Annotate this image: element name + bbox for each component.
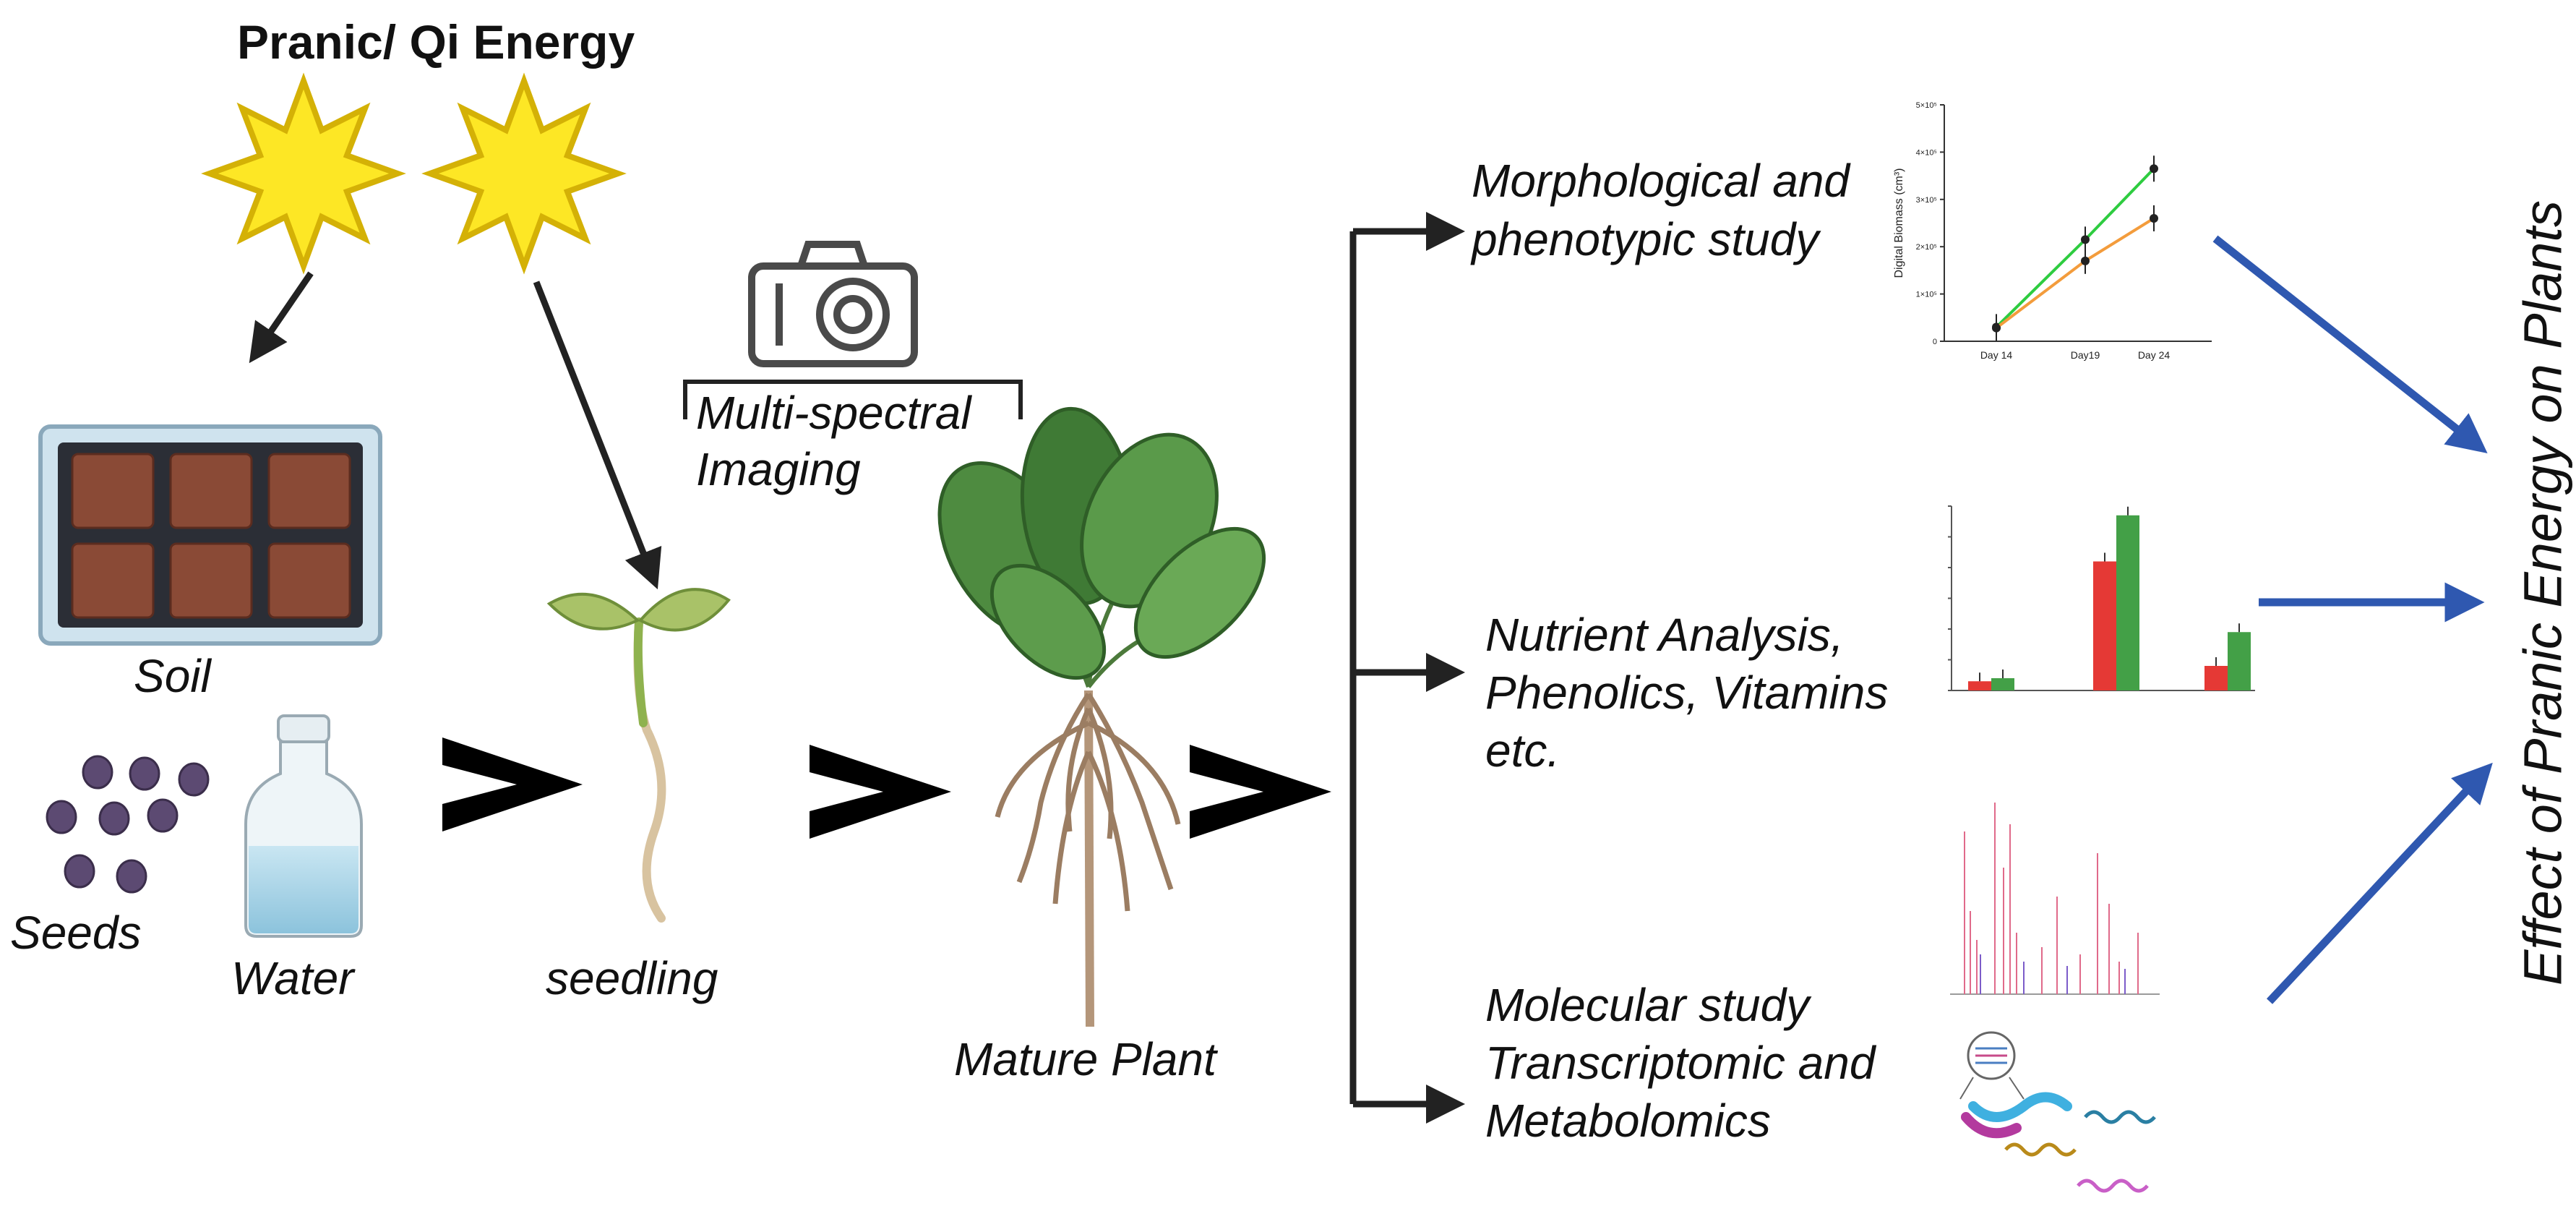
- camera-icon: [748, 241, 918, 367]
- branch-bracket: [1349, 212, 1465, 1124]
- y-axis-label: Digital Biomass (cm³): [1893, 168, 1905, 278]
- morphological-study-label: Morphological and phenotypic study: [1472, 152, 1850, 270]
- series-line-0: [1995, 167, 2155, 328]
- bar-series-1: [2228, 632, 2251, 690]
- data-point: [2081, 256, 2090, 265]
- mature-plant-icon: [937, 406, 1266, 1027]
- arrow-morphological-to-effect: [2212, 235, 2488, 454]
- data-point: [2150, 164, 2158, 174]
- mature-plant-label: Mature Plant: [954, 1033, 1216, 1085]
- bar-series-0: [2093, 561, 2116, 690]
- y-tick-label: 5×10⁵: [1916, 101, 1937, 110]
- soil-tray-icon: [38, 424, 382, 646]
- data-point: [2081, 235, 2090, 244]
- molecular-study-label: Molecular study Transcriptomic and Metab…: [1485, 976, 1875, 1150]
- x-tick-label: Day 14: [1980, 349, 2013, 361]
- water-label: Water: [231, 952, 354, 1004]
- chevron-arrow-2: [810, 745, 951, 839]
- chevron-arrow-3: [1190, 745, 1331, 839]
- y-tick-label: 1×10⁵: [1916, 291, 1937, 299]
- y-tick-label: 2×10⁵: [1916, 243, 1937, 252]
- x-tick-label: Day 24: [2138, 349, 2171, 361]
- seeds-icon: [46, 755, 210, 894]
- morphological-line-1: Morphological and: [1472, 155, 1850, 207]
- soil-label: Soil: [134, 650, 211, 702]
- arrow-molecular-to-effect: [2266, 762, 2493, 1004]
- effect-of-pranic-energy-label: Effect of Pranic Energy on Plants: [2512, 200, 2573, 985]
- seeds-label: Seeds: [10, 907, 142, 959]
- molecular-line-1: Molecular study: [1485, 979, 1810, 1031]
- data-point: [2150, 213, 2158, 223]
- digital-biomass-line-chart: 0 1×10⁵ 2×10⁵ 3×10⁵ 4×10⁵ 5×10⁵ Day 14 Day19 Day…: [1893, 101, 2212, 361]
- series-line-1: [1995, 217, 2155, 330]
- sun-icon-right: [421, 72, 627, 275]
- bar-series-1: [1991, 678, 2014, 690]
- y-tick-label: 0: [1933, 338, 1937, 346]
- nutrient-line-1: Nutrient Analysis,: [1485, 609, 1844, 661]
- nutrient-line-3: etc.: [1485, 724, 1560, 777]
- bar-series-0: [2204, 666, 2228, 690]
- nutrient-analysis-label: Nutrient Analysis, Phenolics, Vitamins e…: [1485, 606, 1888, 779]
- bar-series-1: [2116, 515, 2139, 690]
- nutrient-bar-chart: [1948, 505, 2255, 691]
- bar-series-0: [1968, 681, 1991, 690]
- seedling-icon: [546, 588, 731, 923]
- molecular-line-3: Metabolomics: [1485, 1095, 1771, 1147]
- imaging-label-line-1: Multi-spectral: [696, 387, 971, 439]
- imaging-label: Multi-spectral Imaging: [696, 385, 971, 497]
- data-point: [1992, 323, 2001, 333]
- arrow-energy-to-soil: [249, 271, 314, 364]
- x-tick-label: Day19: [2071, 349, 2100, 361]
- imaging-bracket: [683, 380, 1023, 419]
- molecular-line-2: Transcriptomic and: [1485, 1037, 1876, 1089]
- water-bottle-icon: [244, 714, 363, 938]
- arrow-energy-to-seedling: [533, 281, 662, 590]
- nutrient-line-2: Phenolics, Vitamins: [1485, 667, 1889, 719]
- chevron-arrow-1: [442, 737, 583, 831]
- y-tick-label: 4×10⁵: [1916, 148, 1937, 157]
- metabolomics-spectrum-thumbnail: [1950, 803, 2160, 995]
- imaging-label-line-2: Imaging: [696, 443, 861, 496]
- morphological-line-2: phenotypic study: [1472, 213, 1819, 266]
- seedling-label: seedling: [546, 952, 718, 1004]
- y-tick-label: 3×10⁵: [1916, 196, 1937, 205]
- sun-icon-left: [201, 72, 406, 275]
- transcriptomic-icon: [1959, 1031, 2156, 1193]
- energy-title: Pranic/ Qi Energy: [237, 15, 635, 69]
